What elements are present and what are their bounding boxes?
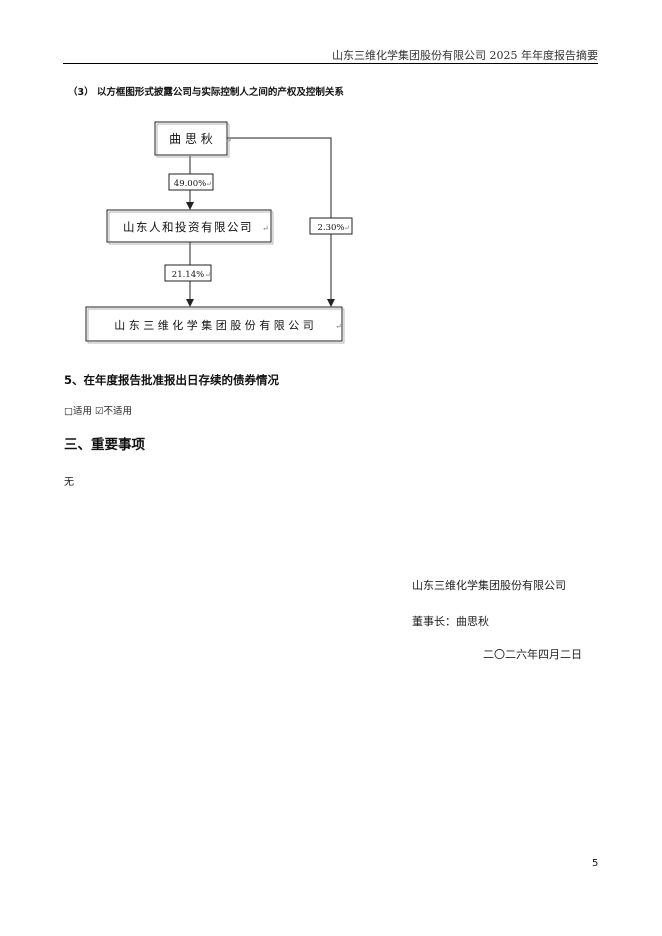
bonds-section-heading: 5、在年度报告批准报出日存续的债券情况	[64, 373, 279, 387]
return-mark-2-30: ↵	[344, 224, 350, 232]
return-mark-49: ↵	[206, 180, 212, 188]
signature-company: 山东三维化学集团股份有限公司	[412, 579, 566, 592]
stake-label-49: 49.00%	[168, 173, 214, 191]
intermediate-company-name: 山东人和投资有限公司	[123, 220, 253, 234]
page-number: 5	[592, 858, 599, 869]
stake-2-30-value: 2.30%	[317, 223, 344, 233]
stake-21-14-value: 21.14%	[172, 270, 204, 280]
return-mark-controller: ↵	[225, 136, 232, 145]
signature-date: 二〇二六年四月二日	[483, 648, 582, 661]
return-mark-intermediate: ↵	[262, 224, 269, 233]
connector-controller-to-company	[227, 137, 335, 307]
return-mark-company: ↵	[335, 322, 342, 331]
listed-company-name: 山 东 三 维 化 学 集 团 股 份 有 限 公 司	[114, 318, 313, 332]
controller-name: 曲 思 秋	[169, 132, 213, 146]
stake-label-2-30: 2.30%	[309, 217, 353, 235]
equity-structure-heading: （3） 以方框图形式披露公司与实际控制人之间的产权及控制关系	[68, 87, 344, 98]
controller-box: 曲 思 秋	[154, 121, 230, 158]
header-divider	[63, 63, 598, 64]
equity-structure-diagram: 曲 思 秋 49.00% 山东人和投资有限公司 2.30% 21.14% 山 东…	[85, 121, 353, 344]
stake-49-value: 49.00%	[174, 179, 206, 189]
important-matters-heading: 三、重要事项	[64, 437, 145, 453]
return-mark-21-14: ↵	[205, 271, 211, 279]
report-header-title: 山东三维化学集团股份有限公司 2025 年年度报告摘要	[332, 49, 598, 62]
bonds-applicability-options: □适用 ☑不适用	[64, 406, 133, 417]
signature-chairman: 董事长：曲思秋	[412, 615, 489, 628]
stake-label-21-14: 21.14%	[164, 264, 212, 282]
intermediate-company-box: 山东人和投资有限公司	[106, 209, 274, 245]
listed-company-box: 山 东 三 维 化 学 集 团 股 份 有 限 公 司	[85, 306, 345, 344]
important-matters-content: 无	[64, 477, 74, 488]
